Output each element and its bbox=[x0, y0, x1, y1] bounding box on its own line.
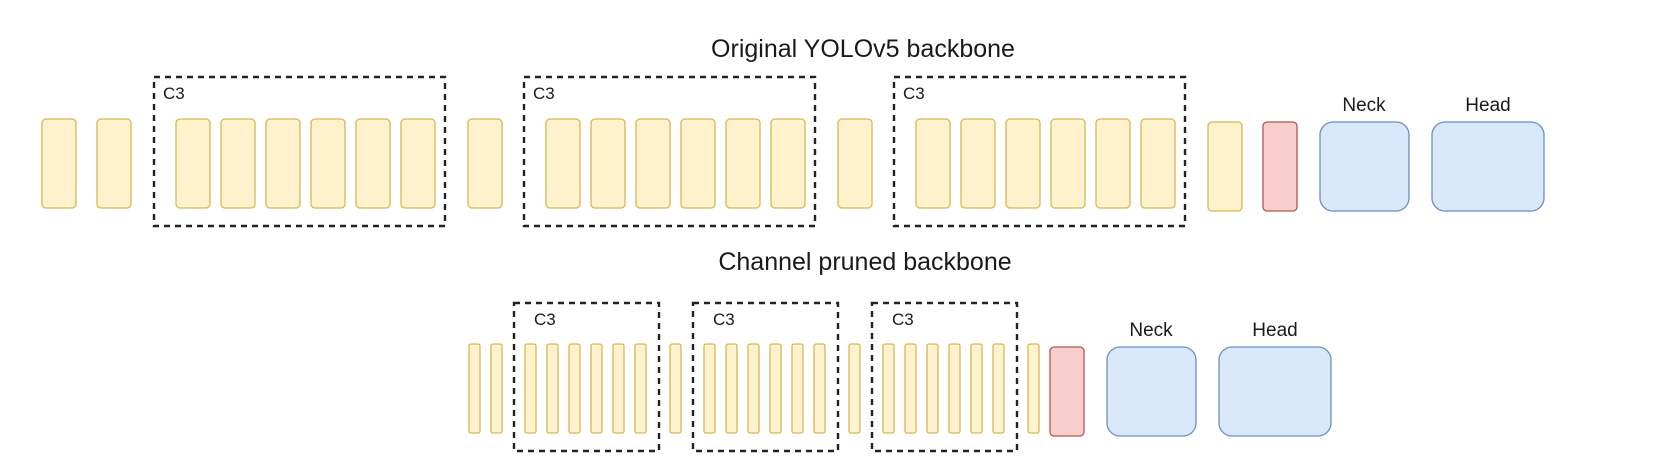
c3-boundary bbox=[152, 75, 447, 228]
c3-label: C3 bbox=[713, 310, 735, 329]
c3-layer bbox=[904, 343, 917, 434]
conv-layer bbox=[1027, 343, 1040, 434]
c3-layer bbox=[970, 343, 983, 434]
c3-layer bbox=[175, 118, 211, 209]
neck-block bbox=[1106, 346, 1197, 437]
c3-boundary bbox=[522, 75, 817, 228]
c3-layer bbox=[400, 118, 436, 209]
c3-layer bbox=[769, 343, 782, 434]
c3-module: C3 bbox=[512, 301, 661, 453]
c3-layer bbox=[265, 118, 301, 209]
c3-layer bbox=[545, 118, 581, 209]
conv-layer bbox=[96, 118, 132, 209]
c3-layer bbox=[948, 343, 961, 434]
c3-layer bbox=[1140, 118, 1176, 209]
conv-layer bbox=[467, 118, 503, 209]
c3-module: C3 bbox=[522, 75, 817, 228]
c3-layer bbox=[770, 118, 806, 209]
c3-layer bbox=[635, 118, 671, 209]
head-label: Head bbox=[1252, 320, 1297, 341]
c3-layer bbox=[524, 343, 537, 434]
neck-block bbox=[1319, 121, 1410, 212]
neck-label: Neck bbox=[1129, 320, 1173, 341]
c3-module: C3 bbox=[870, 301, 1019, 453]
conv-layer bbox=[41, 118, 77, 209]
c3-layer bbox=[992, 343, 1005, 434]
original-backbone: Original YOLOv5 backbone C3 C3 bbox=[41, 35, 1545, 228]
c3-label: C3 bbox=[533, 84, 555, 103]
conv-layer bbox=[669, 343, 682, 434]
head-block bbox=[1218, 346, 1332, 437]
conv-layer bbox=[1207, 121, 1243, 212]
c3-module: C3 bbox=[892, 75, 1187, 228]
head-label: Head bbox=[1465, 95, 1510, 116]
c3-layer bbox=[1050, 118, 1086, 209]
c3-boundary bbox=[512, 301, 661, 453]
conv-layer bbox=[468, 343, 481, 434]
original-backbone-title: Original YOLOv5 backbone bbox=[711, 35, 1015, 63]
c3-label: C3 bbox=[892, 310, 914, 329]
c3-layer bbox=[882, 343, 895, 434]
c3-boundary bbox=[892, 75, 1187, 228]
c3-boundary bbox=[691, 301, 840, 453]
c3-layer bbox=[355, 118, 391, 209]
c3-module: C3 bbox=[691, 301, 840, 453]
c3-layer bbox=[546, 343, 559, 434]
c3-layer bbox=[813, 343, 826, 434]
conv-layer bbox=[490, 343, 503, 434]
c3-boundary bbox=[870, 301, 1019, 453]
c3-layer bbox=[926, 343, 939, 434]
c3-layer bbox=[725, 118, 761, 209]
head-block bbox=[1431, 121, 1545, 212]
c3-layer bbox=[747, 343, 760, 434]
c3-label: C3 bbox=[163, 84, 185, 103]
c3-layer bbox=[680, 118, 716, 209]
c3-layer bbox=[568, 343, 581, 434]
sppf-layer bbox=[1049, 346, 1085, 437]
neck-label: Neck bbox=[1342, 95, 1386, 116]
conv-layer bbox=[848, 343, 861, 434]
pruned-backbone-title: Channel pruned backbone bbox=[718, 248, 1011, 276]
c3-layer bbox=[1095, 118, 1131, 209]
c3-layer bbox=[915, 118, 951, 209]
c3-layer bbox=[1005, 118, 1041, 209]
c3-label: C3 bbox=[903, 84, 925, 103]
c3-module: C3 bbox=[152, 75, 447, 228]
c3-layer bbox=[612, 343, 625, 434]
sppf-layer bbox=[1262, 121, 1298, 212]
pruned-backbone: Channel pruned backbone C3 C3 bbox=[468, 248, 1332, 453]
conv-layer bbox=[837, 118, 873, 209]
c3-layer bbox=[220, 118, 256, 209]
c3-layer bbox=[634, 343, 647, 434]
c3-layer bbox=[590, 343, 603, 434]
c3-layer bbox=[703, 343, 716, 434]
c3-layer bbox=[960, 118, 996, 209]
c3-layer bbox=[310, 118, 346, 209]
c3-label: C3 bbox=[534, 310, 556, 329]
c3-layer bbox=[791, 343, 804, 434]
c3-layer bbox=[590, 118, 626, 209]
c3-layer bbox=[725, 343, 738, 434]
